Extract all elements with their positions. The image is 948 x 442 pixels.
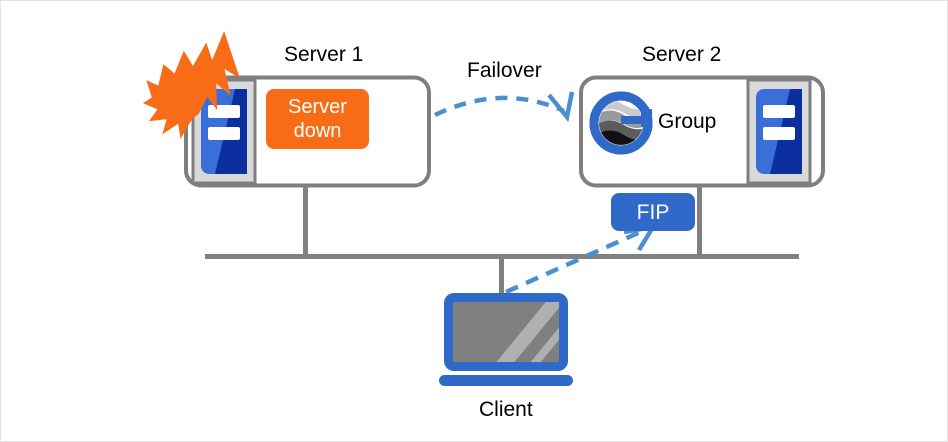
client-monitor-icon	[439, 293, 573, 386]
server-down-line1: Server	[288, 96, 347, 118]
network-bus-group	[205, 187, 799, 299]
fip-label: FIP	[636, 200, 670, 224]
failover-arrow	[434, 91, 575, 123]
server2-title: Server 2	[642, 43, 722, 66]
server-down-badge: Server down	[266, 89, 369, 149]
explosion-burst-icon	[142, 31, 240, 139]
server-down-line2: down	[293, 120, 342, 142]
failover-label: Failover	[467, 59, 542, 82]
client-to-fip-arrow	[505, 223, 658, 295]
fip-badge: FIP	[611, 193, 695, 231]
group-label: Group	[658, 110, 717, 133]
server2-rack-icon	[746, 78, 812, 185]
client-label: Client	[479, 398, 533, 421]
group-logo-icon	[589, 91, 653, 155]
server1-title: Server 1	[284, 43, 364, 66]
